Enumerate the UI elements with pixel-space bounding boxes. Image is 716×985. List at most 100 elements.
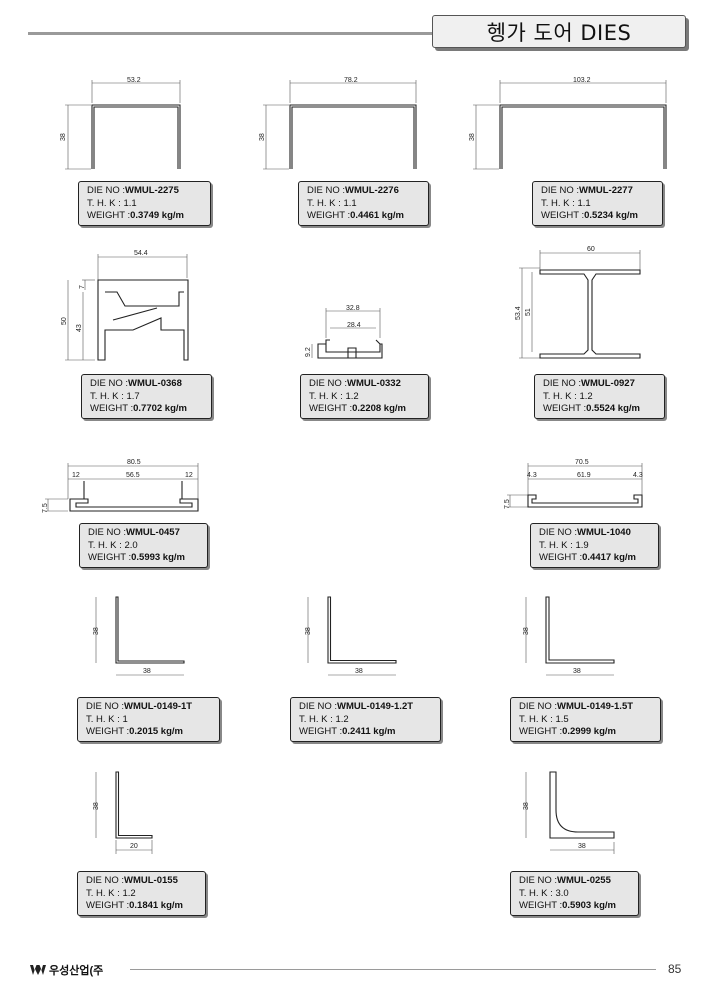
dim-label: 38 [573, 668, 581, 675]
die-number: WMUL-2277 [579, 185, 633, 196]
weight: 0.2208 kg/m [352, 403, 406, 414]
die-card: DIE NO :WMUL-2276 T. H. K : 1.1 WEIGHT :… [298, 181, 429, 226]
profile-drawing-wmul-2275: 53.2 38 [60, 77, 181, 170]
die-number: WMUL-2275 [125, 185, 179, 196]
weight: 0.7702 kg/m [133, 403, 187, 414]
dim-label: 7 [79, 285, 86, 289]
die-number: WMUL-0149-1.5T [557, 701, 634, 712]
profile-drawing-wmul-0149-1t: 38 38 [93, 596, 185, 676]
die-card: DIE NO :WMUL-0155 T. H. K : 1.2 WEIGHT :… [77, 871, 206, 916]
thickness: 1.1 [123, 197, 137, 209]
weight: 0.2015 kg/m [129, 726, 183, 737]
dim-label: 53.2 [127, 77, 141, 84]
die-card: DIE NO :WMUL-0255 T. H. K : 3.0 WEIGHT :… [510, 871, 639, 916]
die-card: DIE NO :WMUL-0149-1T T. H. K : 1 WEIGHT … [77, 697, 220, 742]
dim-label: 60 [587, 246, 595, 253]
profile-drawing-wmul-0155: 38 20 [93, 771, 153, 854]
die-number: WMUL-0927 [581, 378, 635, 389]
dim-label: 38 [93, 802, 100, 810]
thickness: 1.7 [126, 390, 140, 402]
weight: 0.5993 kg/m [131, 552, 185, 563]
dim-label: 38 [578, 843, 586, 850]
dim-label: 7.5 [504, 499, 511, 509]
profile-drawing-wmul-0368: 54.4 7 50 43 [61, 250, 189, 361]
dim-label: 38 [305, 627, 312, 635]
dim-label: 103.2 [573, 77, 591, 84]
profile-drawing-wmul-2277: 103.2 38 [469, 77, 667, 170]
die-number: WMUL-0155 [124, 875, 178, 886]
dim-label: 61.9 [577, 472, 591, 479]
die-card: DIE NO :WMUL-0457 T. H. K : 2.0 WEIGHT :… [79, 523, 208, 568]
profile-drawing-wmul-0149-1-2t: 38 38 [305, 596, 397, 676]
thickness: 1.2 [345, 390, 359, 402]
weight: 0.5234 kg/m [584, 210, 638, 221]
header-rule [28, 32, 448, 35]
thickness: 1.2 [579, 390, 593, 402]
die-card: DIE NO :WMUL-1040 T. H. K : 1.9 WEIGHT :… [530, 523, 659, 568]
die-card: DIE NO :WMUL-0149-1.5T T. H. K : 1.5 WEI… [510, 697, 661, 742]
profile-drawing-wmul-0332: 32.8 28.4 9.2 [305, 305, 383, 359]
profile-drawing-wmul-0457: 80.5 12 56.5 12 7.5 [42, 459, 199, 513]
die-number: WMUL-0368 [128, 378, 182, 389]
dim-label: 28.4 [347, 322, 361, 329]
weight: 0.4417 kg/m [582, 552, 636, 563]
die-number: WMUL-0149-1.2T [337, 701, 414, 712]
weight: 0.1841 kg/m [129, 900, 183, 911]
dim-label: 80.5 [127, 459, 141, 466]
thickness: 1 [122, 713, 128, 725]
die-card: DIE NO :WMUL-0332 T. H. K : 1.2 WEIGHT :… [300, 374, 429, 419]
dim-label: 54.4 [134, 250, 148, 257]
thickness: 1.1 [577, 197, 591, 209]
die-card: DIE NO :WMUL-0149-1.2T T. H. K : 1.2 WEI… [290, 697, 441, 742]
weight: 0.3749 kg/m [130, 210, 184, 221]
thickness: 1.2 [122, 887, 136, 899]
die-number: WMUL-0457 [126, 527, 180, 538]
thickness: 3.0 [555, 887, 569, 899]
dim-label: 38 [143, 668, 151, 675]
dim-label: 56.5 [126, 472, 140, 479]
dim-label: 9.2 [305, 347, 312, 357]
weight: 0.5903 kg/m [562, 900, 616, 911]
profile-drawing-wmul-1040: 70.5 4.3 61.9 4.3 7.5 [504, 459, 643, 509]
thickness: 1.5 [555, 713, 569, 725]
dim-label: 38 [259, 133, 266, 141]
die-card: DIE NO :WMUL-0368 T. H. K : 1.7 WEIGHT :… [81, 374, 212, 419]
die-number: WMUL-0149-1T [124, 701, 193, 712]
die-card: DIE NO :WMUL-2277 T. H. K : 1.1 WEIGHT :… [532, 181, 663, 226]
dim-label: 4.3 [633, 472, 643, 479]
die-number: WMUL-2276 [345, 185, 399, 196]
dim-label: 53.4 [515, 306, 522, 320]
dim-label: 51 [525, 308, 532, 316]
weight: 0.2411 kg/m [342, 726, 396, 737]
die-card: DIE NO :WMUL-2275 T. H. K : 1.1 WEIGHT :… [78, 181, 211, 226]
company-name: 우성산업(주 [49, 965, 104, 977]
profile-drawing-wmul-0255: 38 38 [523, 771, 615, 854]
thickness: 2.0 [124, 539, 138, 551]
dim-label: 7.5 [42, 503, 49, 513]
dim-label: 38 [355, 668, 363, 675]
company-logo-icon [30, 965, 46, 975]
profile-drawing-wmul-0927: 60 53.4 51 [515, 246, 641, 359]
dim-label: 38 [93, 627, 100, 635]
weight: 0.4461 kg/m [350, 210, 404, 221]
profile-drawing-wmul-0149-1-5t: 38 38 [523, 596, 615, 676]
footer-rule [130, 969, 656, 970]
die-number: WMUL-0332 [347, 378, 401, 389]
dim-label: 38 [523, 627, 530, 635]
dim-label: 78.2 [344, 77, 358, 84]
thickness: 1.9 [575, 539, 589, 551]
dim-label: 4.3 [527, 472, 537, 479]
dim-label: 38 [523, 802, 530, 810]
die-number: WMUL-1040 [577, 527, 631, 538]
dim-label: 38 [469, 133, 476, 141]
profile-drawing-wmul-2276: 78.2 38 [259, 77, 417, 170]
page-title: 헹가 도어 DIES [432, 15, 686, 48]
dim-label: 70.5 [575, 459, 589, 466]
thickness: 1.2 [335, 713, 349, 725]
dim-label: 20 [130, 843, 138, 850]
weight: 0.5524 kg/m [586, 403, 640, 414]
weight: 0.2999 kg/m [562, 726, 616, 737]
dim-label: 32.8 [346, 305, 360, 312]
company-logo: 우성산업(주 [30, 962, 103, 978]
dim-label: 12 [185, 472, 193, 479]
